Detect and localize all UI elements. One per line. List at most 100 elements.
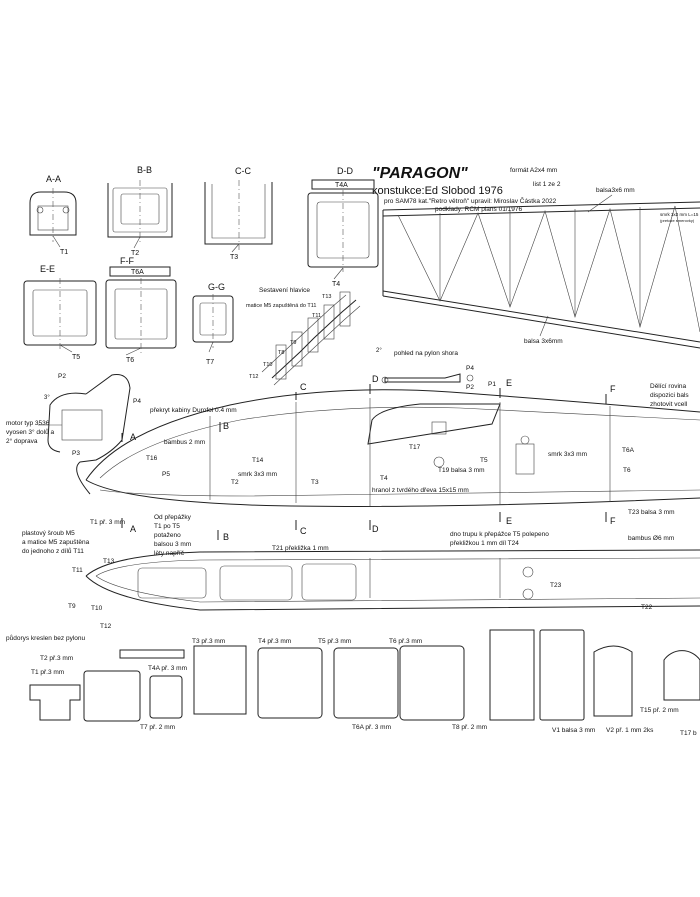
part-label: T6 <box>126 357 134 364</box>
label: T5 <box>480 457 488 464</box>
section-f-f: F-F T6A T6 <box>105 256 177 364</box>
part-label: T12 <box>249 374 258 380</box>
boom-label: balsa3x6 mm <box>596 187 635 194</box>
fuselage-side-view: P2 P4 P3 3° A A B B C C D <box>38 373 700 542</box>
part-callout: T17 b <box>680 730 697 737</box>
split-note-block: Dělící rovina dispozici bals zhotovit vc… <box>650 383 689 408</box>
plan-label: T21 překližka 1 mm <box>272 545 329 552</box>
bottom-note-block: dno trupu k přepážce T5 polepeno překliž… <box>450 531 549 547</box>
bulkhead-note-line: T1 po T5 <box>154 523 180 530</box>
bulkhead-note-block: Od přepážky T1 po T5 potaženo balsou 3 m… <box>154 514 192 557</box>
cut-label: E <box>506 378 512 388</box>
screw-note-line: plastový šroub M5 <box>22 530 75 537</box>
part-callout: T5 př.3 mm <box>318 638 351 645</box>
part-label: T1 <box>60 249 68 256</box>
bulkhead-note-line: Od přepážky <box>154 514 192 521</box>
label: T1 př. 3 mm <box>90 519 125 526</box>
split-note-line: zhotovit vcell <box>650 401 688 408</box>
cut-label: C <box>300 382 307 392</box>
fuselage-plan-view: T21 překližka 1 mm bambus Ø6 mm T11 T13 … <box>6 535 700 642</box>
boom-label: balsa 3x6mm <box>524 338 563 345</box>
head-assembly-note: matice M5 zapuštěná do T11 <box>246 303 316 309</box>
cut-label: A <box>130 432 136 442</box>
cut-label: F <box>610 516 616 526</box>
motor-note-line: motor typ 3536 <box>6 420 50 427</box>
part-callout: T4A př. 3 mm <box>148 665 187 672</box>
part-label: T13 <box>322 294 331 300</box>
screw-note-block: plastový šroub M5 a matice M5 zapuštěna … <box>22 530 90 555</box>
label: 3° <box>44 395 50 401</box>
part-callout: T4 př.3 mm <box>258 638 291 645</box>
plan-label: T23 <box>550 582 562 589</box>
motor-note-line: vyosen 3° dolů a <box>6 428 55 436</box>
section-title: C-C <box>235 166 251 176</box>
bulkhead-note-line: potaženo <box>154 532 181 539</box>
pylon-label: 2° <box>376 348 382 354</box>
plan-label: T9 <box>68 603 76 610</box>
section-e-e: E-E T5 <box>23 264 97 361</box>
spruce-note: smrk 3x3 mm <box>548 451 587 458</box>
cut-label: B <box>223 421 229 431</box>
cut-markers: A A B B C C D D E E F F <box>121 374 616 542</box>
plan-credit-line: pro SAM78 kat."Retro větroň" upravil: Mi… <box>384 196 557 205</box>
part-label: T2 <box>131 250 139 257</box>
plan-label: T22 <box>641 604 653 611</box>
part-label: T7 <box>206 359 214 366</box>
label: T16 <box>146 455 158 462</box>
part-callout: T2 př.3 mm <box>40 655 73 662</box>
label: P3 <box>72 450 80 457</box>
cut-label: D <box>372 524 379 534</box>
label: T6A <box>622 447 635 454</box>
section-c-c: C-C T3 <box>204 166 273 261</box>
plan-label: T12 <box>100 623 112 630</box>
screw-note-line: a matice M5 zapuštěna <box>22 539 90 546</box>
bulkhead-note-line: balsou 3 mm <box>154 541 191 548</box>
label: T17 <box>409 444 421 451</box>
pylon-top-view: pohled na pylon shora P4 P2 P1 2° <box>376 348 496 391</box>
plan-title: "PARAGON" <box>372 165 468 182</box>
plan-label: T11 <box>72 567 83 574</box>
bottom-note-line: dno trupu k přepážce T5 polepeno <box>450 531 549 538</box>
cut-label: F <box>610 384 616 394</box>
boom-label: (pretoze smerovky) <box>660 218 695 223</box>
part-label-top: T6A <box>131 269 144 276</box>
part-callout: T7 př. 2 mm <box>140 724 175 731</box>
plan-source-line: podklady: RCM plans 01/1976 <box>435 206 522 213</box>
part-label: T5 <box>72 354 80 361</box>
motor-note-line: 2° doprava <box>6 437 38 445</box>
plan-designer: konstukce:Ed Slobod 1976 <box>372 185 503 197</box>
label: T2 <box>231 479 239 486</box>
motor-note-block: motor typ 3536 vyosen 3° dolů a 2° dopra… <box>6 420 55 445</box>
part-label: T9 <box>290 340 296 346</box>
plan-sheet-no: list 1 ze 2 <box>533 181 561 188</box>
cut-label: C <box>300 526 307 536</box>
hardwood-note: hranol z tvrdého dřeva 15x15 mm <box>372 487 469 494</box>
part-callout: V1 balsa 3 mm <box>552 727 595 734</box>
part-label: T8 <box>278 350 284 356</box>
section-d-d: D-D T4A T4 <box>307 166 379 288</box>
section-a-a: A-A T1 <box>29 174 77 256</box>
part-callout: T6A př. 3 mm <box>352 724 391 731</box>
cut-label: B <box>223 532 229 542</box>
bamboo-note: bambus 2 mm <box>164 439 205 446</box>
section-title: A-A <box>46 174 61 184</box>
split-note-line: dispozici bals <box>650 392 689 399</box>
pylon-top-label: pohled na pylon shora <box>394 350 458 357</box>
section-title: E-E <box>40 264 55 274</box>
part-callout: T3 př.3 mm <box>192 638 225 645</box>
pylon-label: P1 <box>488 381 496 388</box>
part-label: T10 <box>263 362 272 368</box>
part-callout: T6 př.3 mm <box>389 638 422 645</box>
part-callout: T1 př.3 mm <box>31 669 64 676</box>
section-b-b: B-B T2 <box>107 165 173 257</box>
parts-row: T2 př.3 mm T1 př.3 mm T4A př. 3 mm T7 př… <box>29 629 700 737</box>
section-title: B-B <box>137 165 152 175</box>
part-label: T4 <box>332 281 340 288</box>
plan-label: bambus Ø6 mm <box>628 535 674 542</box>
pylon-label: P4 <box>466 365 474 372</box>
label: T19 balsa 3 mm <box>438 467 485 474</box>
spruce-note: smrk 3x3 mm <box>238 471 277 478</box>
label: T6 <box>623 467 631 474</box>
cut-label: E <box>506 516 512 526</box>
